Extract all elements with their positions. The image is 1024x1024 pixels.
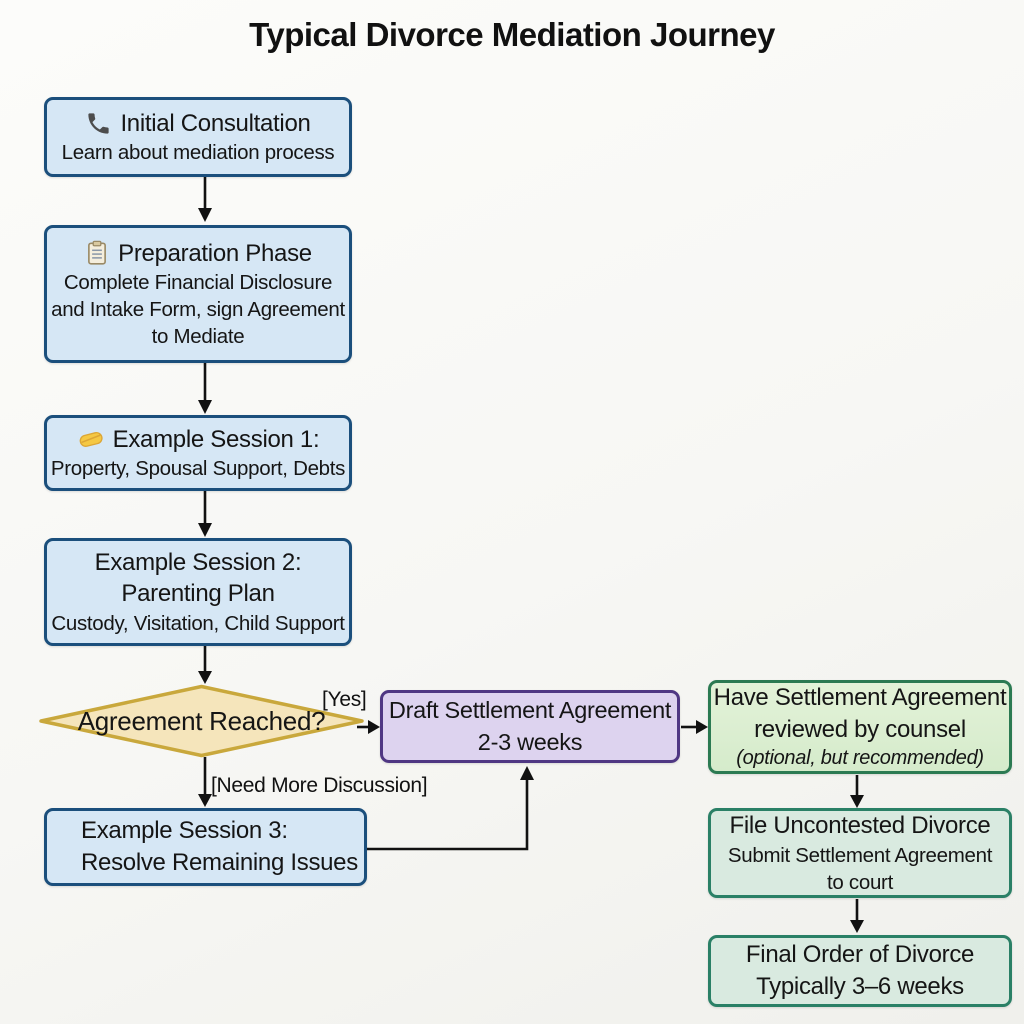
node-line: Final Order of Divorce xyxy=(745,941,975,969)
node-line: to court xyxy=(827,870,893,894)
diamond-shape xyxy=(39,684,364,758)
node-preparation-phase: Preparation Phase Complete Financial Dis… xyxy=(44,225,352,363)
node-line: Typically 3–6 weeks xyxy=(756,973,964,1000)
node-final-order: Final Order of Divorce Typically 3–6 wee… xyxy=(708,935,1012,1007)
node-title: Initial Consultation xyxy=(120,109,311,137)
page-title: Typical Divorce Mediation Journey xyxy=(249,16,775,53)
node-title: Preparation Phase xyxy=(118,239,312,267)
node-subtitle: Property, Spousal Support, Debts xyxy=(50,457,346,481)
node-session-2: Example Session 2: Parenting Plan Custod… xyxy=(44,538,352,646)
decision-label: Agreement Reached? xyxy=(77,705,326,736)
handshake-icon xyxy=(77,428,105,450)
edge-label-yes: [Yes] xyxy=(322,688,367,711)
arrow-session3-draft xyxy=(367,779,529,851)
edge-label-need-more-discussion: [Need More Discussion] xyxy=(211,774,428,797)
node-title: Example Session 1: xyxy=(112,425,320,453)
node-subtitle: Learn about mediation process xyxy=(61,141,335,165)
node-draft-settlement-agreement: Draft Settlement Agreement 2-3 weeks xyxy=(380,690,680,763)
node-line: Draft Settlement Agreement xyxy=(388,697,672,724)
node-note: (optional, but recommended) xyxy=(736,747,984,770)
clipboard-icon xyxy=(84,240,110,266)
node-decision-agreement-reached: Agreement Reached? xyxy=(38,684,365,758)
node-session-1: Example Session 1: Property, Spousal Sup… xyxy=(44,415,352,491)
node-line: Example Session 2: xyxy=(94,548,302,576)
node-line: Submit Settlement Agreement xyxy=(727,843,993,867)
node-line: Custody, Visitation, Child Support xyxy=(51,612,345,636)
node-initial-consultation: Initial Consultation Learn about mediati… xyxy=(44,97,352,177)
node-file-uncontested-divorce: File Uncontested Divorce Submit Settleme… xyxy=(708,808,1012,898)
node-line: Resolve Remaining Issues xyxy=(81,849,358,876)
node-line: 2-3 weeks xyxy=(477,728,583,755)
node-line: Example Session 3: xyxy=(81,817,288,845)
node-line: reviewed by counsel xyxy=(754,715,966,743)
node-title: File Uncontested Divorce xyxy=(729,812,991,840)
node-line: Parenting Plan xyxy=(121,580,275,608)
phone-icon xyxy=(85,110,112,137)
node-session-3: Example Session 3: Resolve Remaining Iss… xyxy=(44,808,367,886)
node-line: and Intake Form, sign Agreement xyxy=(51,298,345,322)
node-line: Have Settlement Agreement xyxy=(713,684,1007,712)
node-line: Complete Financial Disclosure xyxy=(63,271,333,295)
node-counsel-review: Have Settlement Agreement reviewed by co… xyxy=(708,680,1012,774)
node-line: to Mediate xyxy=(151,325,245,349)
